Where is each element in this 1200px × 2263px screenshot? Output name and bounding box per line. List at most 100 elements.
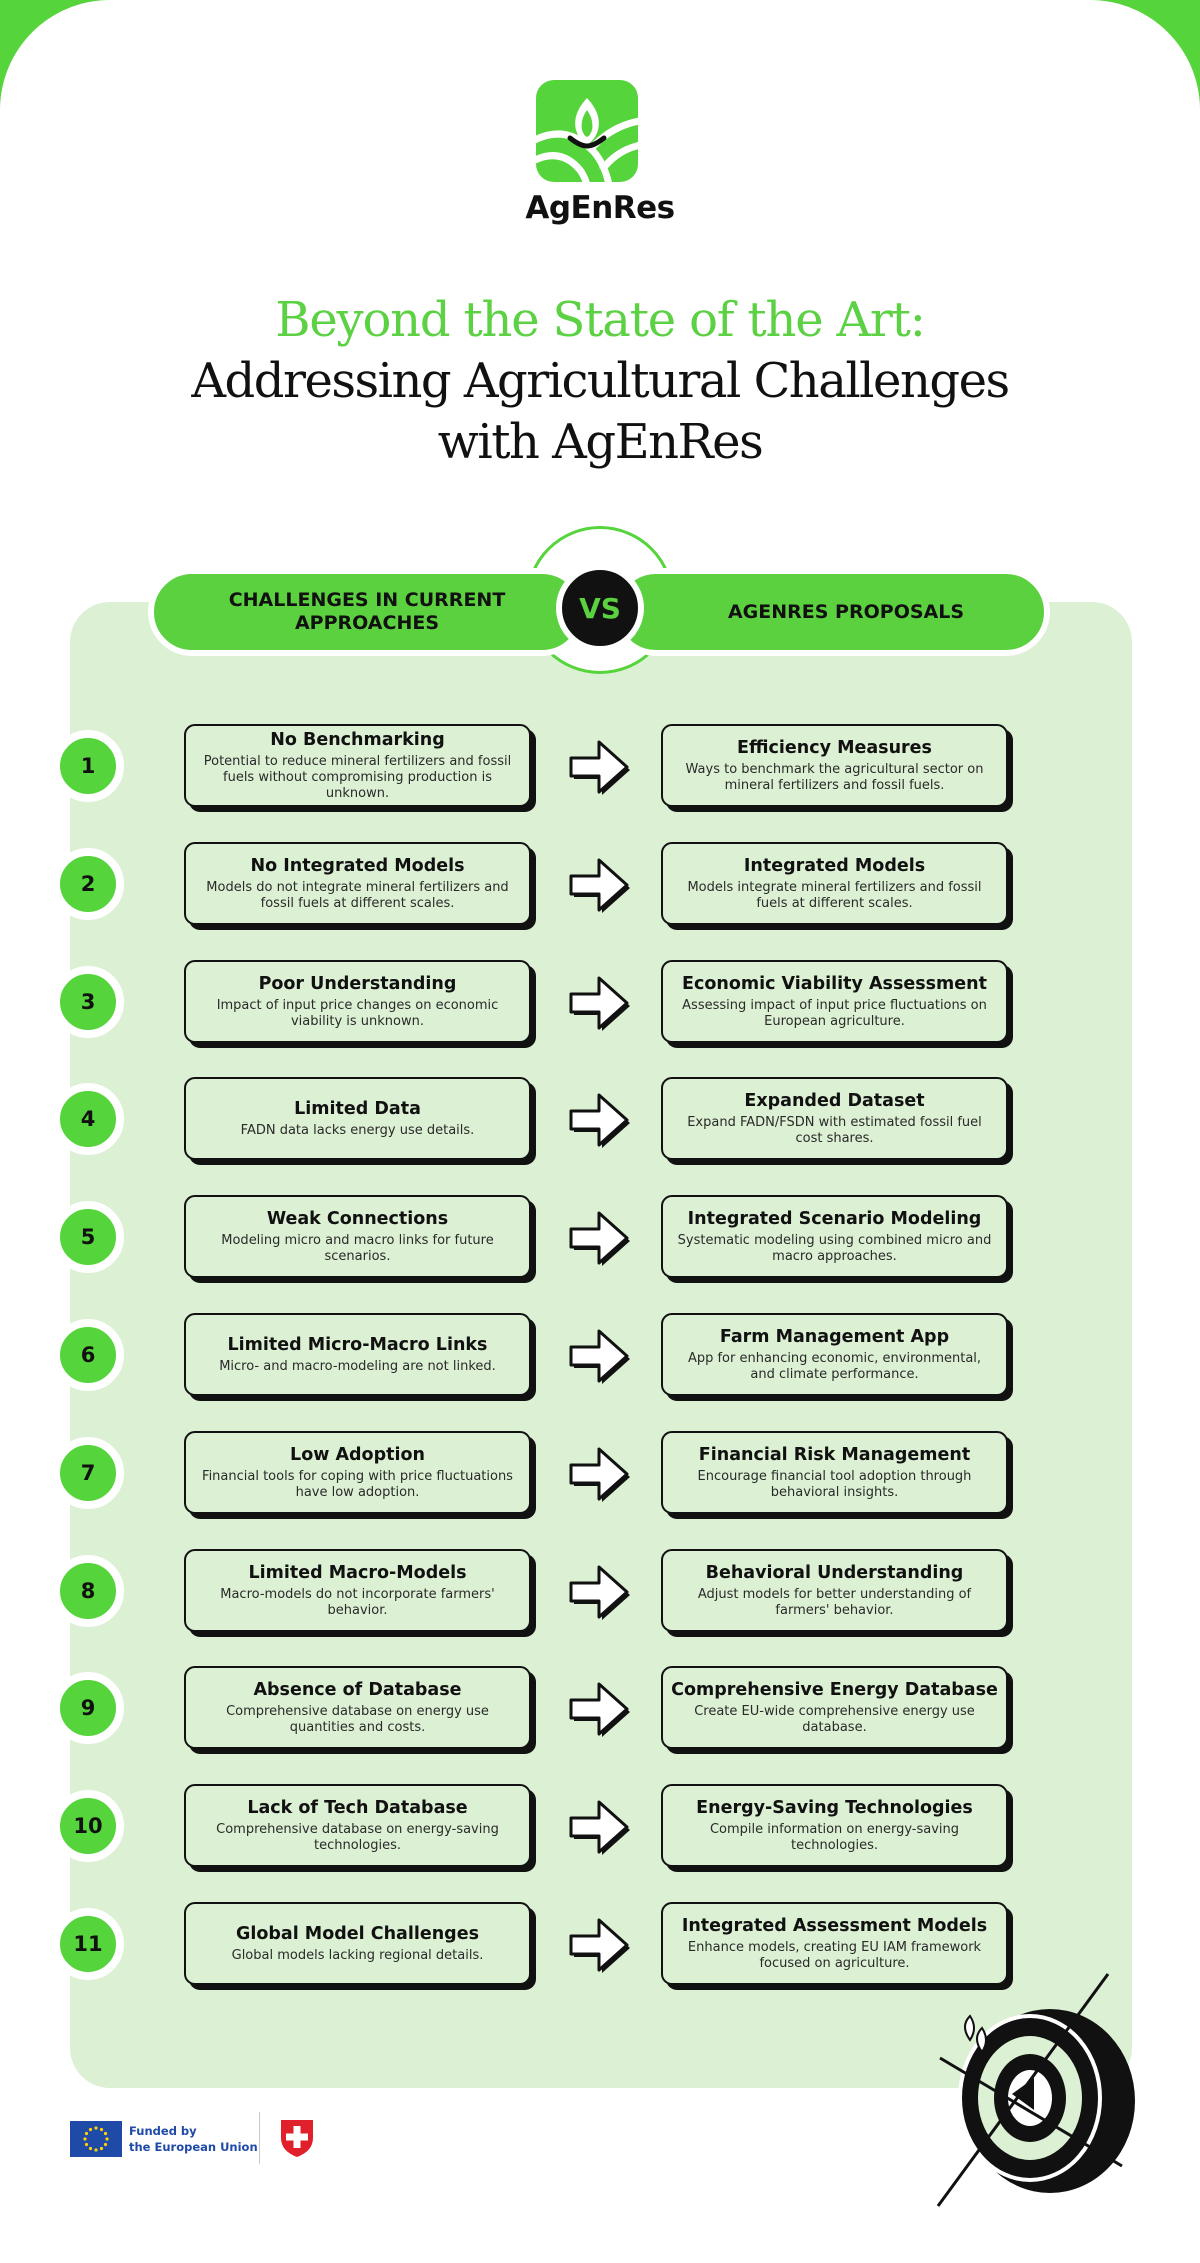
right-arrow-icon <box>565 854 631 916</box>
eu-star <box>99 2127 104 2132</box>
challenge-title: Low Adoption <box>290 1445 425 1465</box>
proposal-title: Integrated Scenario Modeling <box>687 1209 982 1229</box>
challenge-title: Poor Understanding <box>258 974 457 994</box>
eu-star <box>88 2127 93 2132</box>
funding-line-2: the European Union <box>129 2140 258 2154</box>
challenge-title: No Benchmarking <box>270 730 445 750</box>
proposal-title: Integrated Models <box>743 856 926 876</box>
right-arrow-icon <box>565 1207 631 1269</box>
right-arrow-icon <box>565 736 631 798</box>
target-icon <box>930 1966 1140 2216</box>
row-number-badge: 6 <box>52 1319 124 1391</box>
proposal-description: Systematic modeling using combined micro… <box>677 1233 992 1264</box>
row-number-badge: 3 <box>52 966 124 1038</box>
eu-star <box>103 2131 108 2136</box>
challenge-title: Absence of Database <box>253 1680 462 1700</box>
challenge-description: Macro-models do not incorporate farmers'… <box>220 1587 495 1618</box>
challenge-description: FADN data lacks energy use details. <box>240 1123 475 1138</box>
challenge-description: Micro- and macro-modeling are not linked… <box>219 1359 496 1374</box>
proposal-description: Compile information on energy-saving tec… <box>709 1822 960 1853</box>
eu-star <box>105 2137 109 2141</box>
title-line-3: with AgEnRes <box>437 414 764 470</box>
eu-star <box>88 2146 93 2151</box>
eu-star <box>83 2137 87 2141</box>
proposal-description: Assessing impact of input price fluctuat… <box>682 998 987 1029</box>
proposal-title: Behavioral Understanding <box>705 1563 964 1583</box>
page-title: Beyond the State of the Art: Addressing … <box>0 290 1200 473</box>
swiss-shield-icon <box>279 2118 315 2158</box>
challenge-description: Modeling micro and macro links for futur… <box>221 1233 494 1264</box>
right-arrow-icon <box>565 1089 631 1151</box>
proposal-description: App for enhancing economic, environmenta… <box>687 1351 982 1382</box>
title-line-1: Beyond the State of the Art: <box>275 292 926 348</box>
proposal-description: Adjust models for better understanding o… <box>697 1587 972 1618</box>
proposal-title: Comprehensive Energy Database <box>671 1680 998 1700</box>
right-arrow-icon <box>565 972 631 1034</box>
proposal-title: Energy-Saving Technologies <box>696 1798 973 1818</box>
challenge-title: Weak Connections <box>266 1209 449 1229</box>
proposal-description: Enhance models, creating EU IAM framewor… <box>687 1940 982 1971</box>
proposals-header: AGENRES PROPOSALS <box>612 568 1050 656</box>
brand-name: AgEnRes <box>525 190 675 226</box>
eu-star <box>94 2148 98 2152</box>
right-arrow-icon <box>565 1914 631 1976</box>
proposal-description: Ways to benchmark the agricultural secto… <box>685 762 984 793</box>
right-arrow-icon <box>565 1325 631 1387</box>
proposal-title: Economic Viability Assessment <box>682 974 987 994</box>
eu-star <box>84 2142 89 2147</box>
right-arrow-icon <box>565 1796 631 1858</box>
challenge-description: Global models lacking regional details. <box>231 1948 484 1963</box>
proposal-description: Create EU-wide comprehensive energy use … <box>694 1704 975 1735</box>
right-arrow-icon <box>565 1443 631 1505</box>
challenge-title: Limited Micro-Macro Links <box>227 1335 488 1355</box>
challenge-description: Potential to reduce mineral fertilizers … <box>203 754 512 801</box>
eu-star <box>84 2131 89 2136</box>
challenge-description: Financial tools for coping with price fl… <box>202 1469 513 1500</box>
eu-star <box>103 2142 108 2147</box>
challenge-description: Impact of input price changes on economi… <box>216 998 499 1029</box>
eu-flag-icon <box>70 2121 122 2157</box>
footer-divider <box>259 2112 260 2164</box>
proposal-description: Models integrate mineral fertilizers and… <box>687 880 982 911</box>
row-number-badge: 11 <box>52 1908 124 1980</box>
row-number-badge: 2 <box>52 848 124 920</box>
challenge-title: Limited Data <box>294 1099 421 1119</box>
challenge-title: No Integrated Models <box>250 856 465 876</box>
challenge-description: Models do not integrate mineral fertiliz… <box>206 880 509 911</box>
challenges-header: CHALLENGES IN CURRENT APPROACHES <box>148 568 586 656</box>
proposal-title: Expanded Dataset <box>744 1091 925 1111</box>
agenres-logo-icon <box>536 80 638 182</box>
proposal-description: Encourage financial tool adoption throug… <box>697 1469 972 1500</box>
row-number-badge: 1 <box>52 730 124 802</box>
right-arrow-icon <box>565 1678 631 1740</box>
funding-notice: Funded by the European Union <box>129 2123 258 2155</box>
vs-badge: VS <box>556 564 644 652</box>
challenge-description: Comprehensive database on energy use qua… <box>226 1704 489 1735</box>
eu-star <box>94 2126 98 2130</box>
